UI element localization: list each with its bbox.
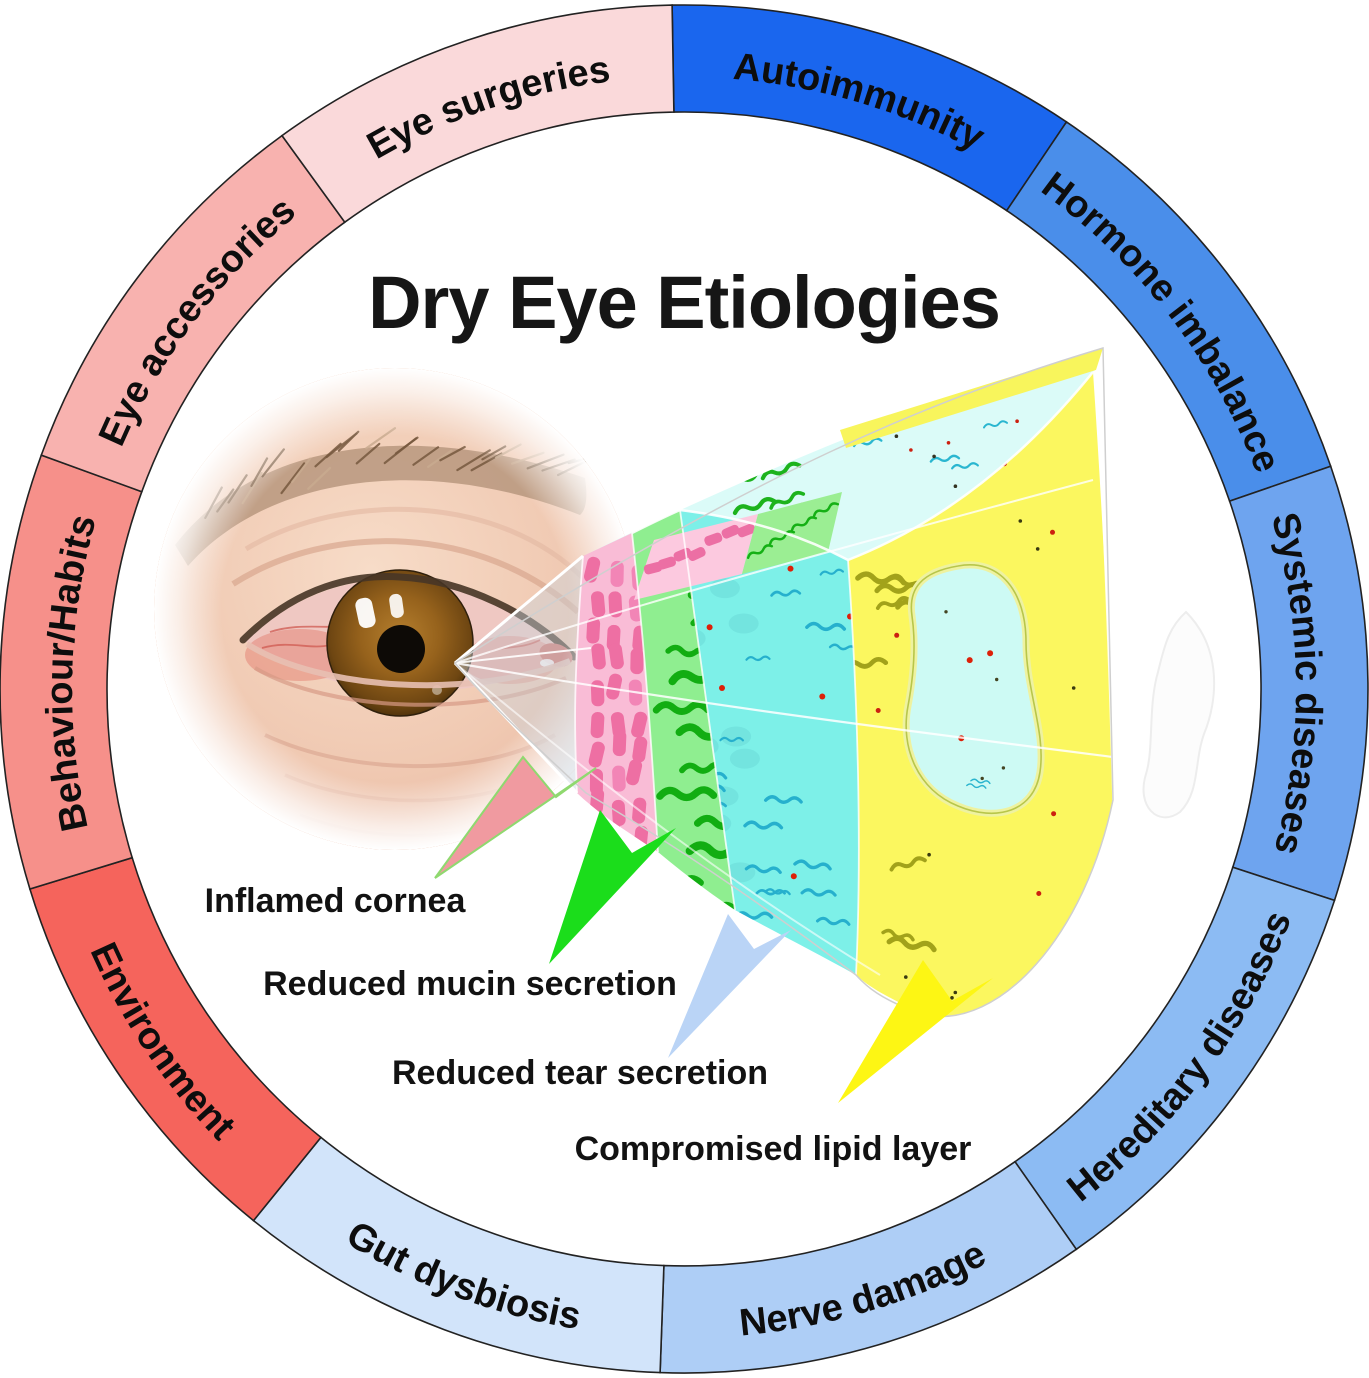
mucin-top-strip — [742, 492, 842, 574]
aqueous-layer — [680, 510, 859, 975]
compromised-lipid-arrow-icon — [838, 960, 993, 1103]
epithelium-top-strip — [634, 514, 758, 600]
callout-label-reduced-mucin-secretion: Reduced mucin secretion — [263, 965, 677, 1003]
callout-label-compromised-lipid-layer: Compromised lipid layer — [575, 1130, 972, 1168]
reduced-tear-arrow-icon — [668, 914, 791, 1058]
lipid-defect-outline — [905, 564, 1042, 815]
ring-label-hereditary-diseases: Hereditary diseases — [1060, 906, 1300, 1210]
wedge-structure-lines — [453, 369, 1114, 976]
ring-segment-gut-dysbiosis — [252, 1136, 665, 1374]
ring-segment-eye-surgeries — [280, 4, 675, 224]
reduced-mucin-arrow-icon — [549, 810, 676, 964]
callout-label-inflamed-cornea: Inflamed cornea — [205, 882, 467, 920]
page-title: Dry Eye Etiologies — [368, 261, 1000, 344]
ring-segment-nerve-damage — [659, 1160, 1078, 1374]
faint-ghost-outline — [1142, 610, 1216, 819]
lipid-top-rim — [840, 348, 1103, 448]
callout-arrows — [434, 755, 993, 1103]
tear-film-wedge — [453, 346, 1114, 1018]
lipid-defect-blob — [902, 561, 1045, 817]
inflamed-cornea-arrow-icon — [434, 755, 597, 879]
callout-label-reduced-tear-secretion: Reduced tear secretion — [392, 1054, 768, 1092]
wedge-silhouette — [453, 346, 1114, 1018]
